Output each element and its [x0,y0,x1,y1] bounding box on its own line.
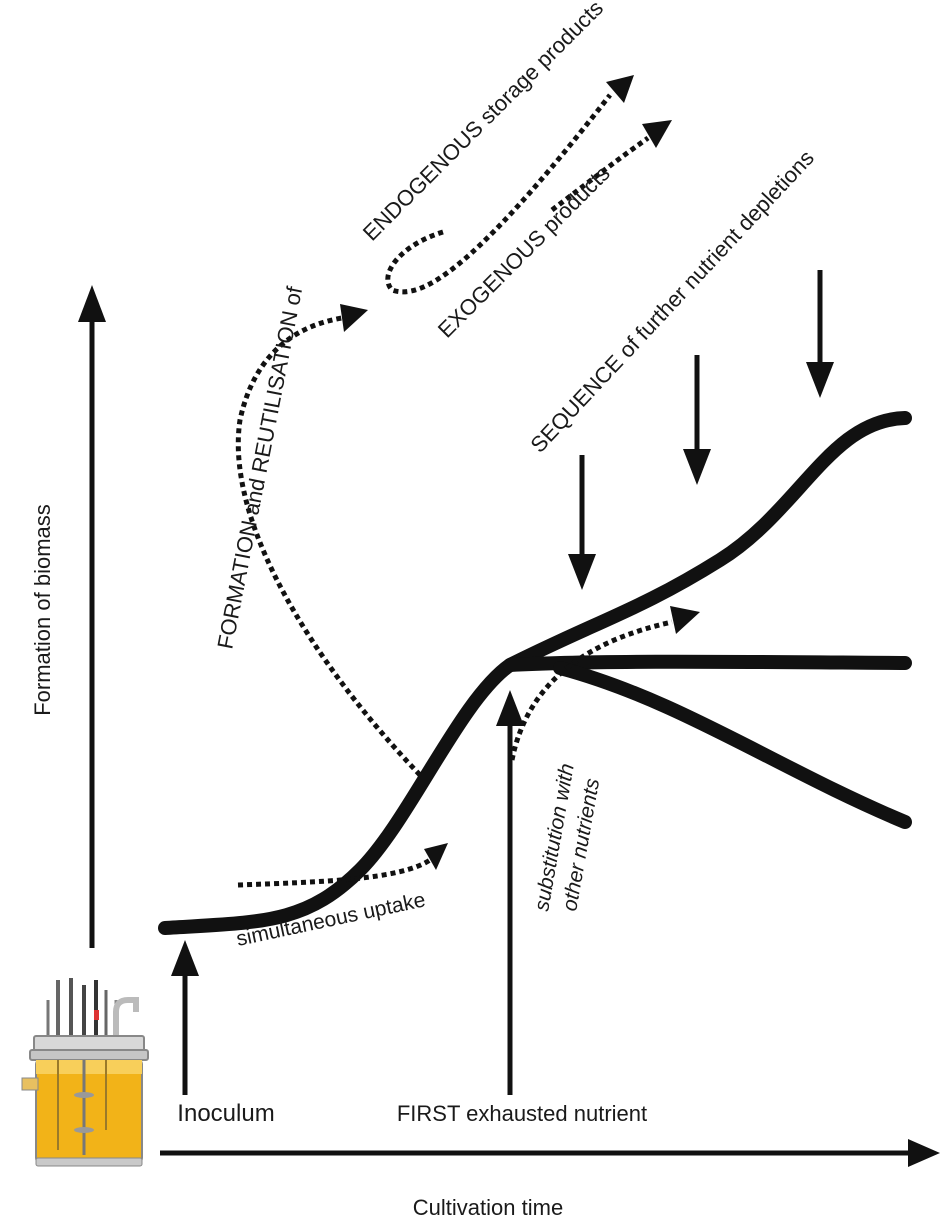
depletion-arrow-3 [806,270,834,398]
bioreactor-icon [21,978,149,1167]
growth-curve [158,411,912,935]
simultaneous-uptake-arrow [237,843,448,888]
formation-reutilisation-arrow [235,304,422,777]
first-exhausted-label: FIRST exhausted nutrient [397,1101,647,1126]
substitution-arrow [509,606,700,761]
plateau-branch [503,654,912,672]
exogenous-label: EXOGENOUS products [433,161,615,343]
decline-branch [553,661,912,829]
inoculum-arrow [171,940,199,1095]
x-axis-label: Cultivation time [413,1195,563,1220]
formation-reutilisation-label: FORMATION and REUTILISATION of [212,284,307,651]
inoculum-label: Inoculum [177,1100,274,1127]
x-axis [160,1139,940,1167]
exogenous-arrow [550,120,672,212]
storage-loop-arrow [385,75,634,295]
first-exhausted-arrow [496,690,524,1095]
depletion-arrow-1 [568,455,596,590]
y-axis [78,285,106,948]
depletion-arrow-2 [683,355,711,485]
y-axis-label: Formation of biomass [30,504,55,716]
